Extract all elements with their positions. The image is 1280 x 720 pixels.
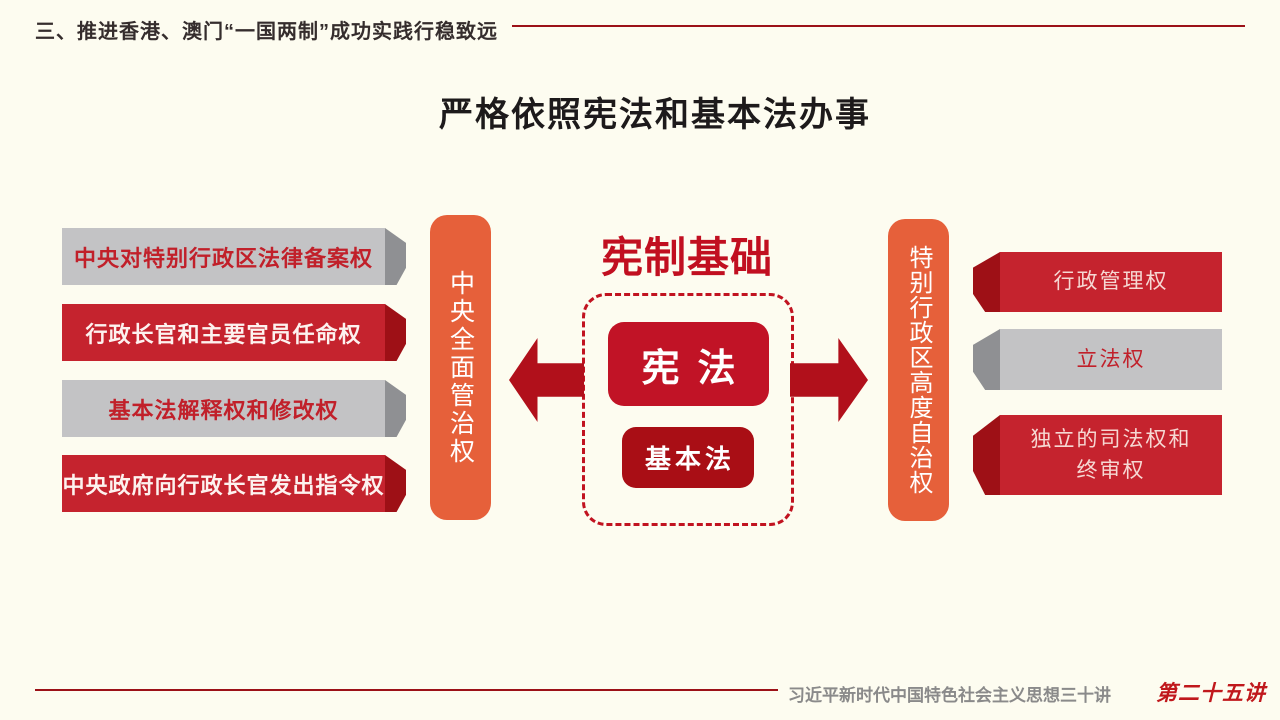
right-power-item-3: 独立的司法权和 终审权 [973, 415, 1222, 495]
right-power-item-2: 立法权 [973, 329, 1222, 390]
arrow-tip-icon [973, 252, 1000, 312]
arrow-tip-icon [973, 329, 1000, 390]
left-power-item-4: 中央政府向行政长官发出指令权 [62, 455, 406, 512]
right-power-label-2: 立法权 [1000, 329, 1222, 390]
section-header: 三、推进香港、澳门“一国两制”成功实践行稳致远 [35, 21, 498, 43]
constitution-box: 宪法 [608, 322, 769, 406]
left-arrow-icon [509, 338, 584, 422]
constitutional-basis-dashed-box [582, 293, 794, 526]
slide-title: 严格依照宪法和基本法办事 [439, 96, 871, 134]
sar-autonomy-label: 特别行政区高度自治权 [905, 245, 932, 495]
basic-law-box: 基本法 [622, 427, 754, 488]
left-power-label-3: 基本法解释权和修改权 [62, 380, 385, 437]
left-power-item-2: 行政长官和主要官员任命权 [62, 304, 406, 361]
central-authority-bar: 中央全面管治权 [430, 215, 491, 520]
sar-autonomy-bar: 特别行政区高度自治权 [888, 219, 949, 521]
central-authority-label: 中央全面管治权 [446, 269, 475, 466]
left-power-item-1: 中央对特别行政区法律备案权 [62, 228, 406, 285]
arrow-tip-icon [973, 415, 1000, 495]
right-power-label-3: 独立的司法权和 终审权 [1000, 415, 1222, 495]
arrow-tip-icon [385, 455, 406, 512]
right-power-item-1: 行政管理权 [973, 252, 1222, 312]
arrow-tip-icon [385, 228, 406, 285]
header-divider-line [512, 25, 1245, 27]
footer-divider-line [35, 689, 778, 691]
left-power-label-4: 中央政府向行政长官发出指令权 [62, 455, 385, 512]
left-power-label-1: 中央对特别行政区法律备案权 [62, 228, 385, 285]
footer-series-title: 习近平新时代中国特色社会主义思想三十讲 [788, 686, 1111, 705]
arrow-tip-icon [385, 304, 406, 361]
footer-lecture-number: 第二十五讲 [1156, 681, 1266, 705]
right-arrow-icon [790, 338, 868, 422]
left-power-item-3: 基本法解释权和修改权 [62, 380, 406, 437]
right-power-label-1: 行政管理权 [1000, 252, 1222, 312]
arrow-tip-icon [385, 380, 406, 437]
left-power-label-2: 行政长官和主要官员任命权 [62, 304, 385, 361]
constitutional-basis-heading: 宪制基础 [600, 234, 773, 281]
